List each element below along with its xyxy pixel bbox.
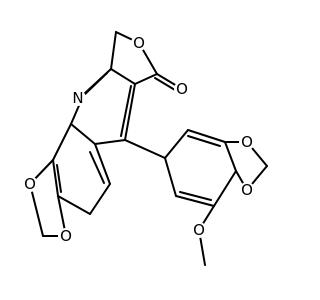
atom-n-quinoline: N — [70, 89, 86, 107]
atom-o-lactone-ring: O — [131, 34, 147, 52]
bond-line — [52, 159, 59, 197]
bond-line — [110, 31, 117, 70]
bond-line — [70, 123, 96, 145]
bond-line — [134, 73, 158, 85]
svg-text:O: O — [241, 181, 253, 199]
bond-line — [187, 129, 226, 143]
bond-line — [124, 139, 166, 159]
bond-line — [81, 72, 108, 98]
bond-line — [89, 151, 105, 184]
atom-o-dioxole-right-bottom: O — [239, 181, 255, 199]
svg-text:O: O — [176, 80, 188, 98]
atom-o-methoxy: O — [191, 221, 207, 239]
bond-line — [94, 143, 111, 185]
bond-line — [224, 141, 237, 172]
bond-line — [164, 157, 177, 197]
bond-line — [56, 164, 62, 193]
atom-o-dioxole-left-bottom: O — [58, 227, 74, 245]
atom-o-carbonyl: O — [174, 80, 190, 98]
atom-labels: O O N O O O O O — [22, 34, 255, 245]
bond-line — [124, 83, 136, 141]
svg-text:O: O — [60, 227, 72, 245]
bond-line — [164, 129, 189, 159]
bond-line — [110, 68, 136, 85]
svg-text:O: O — [241, 133, 253, 151]
bond-line — [213, 170, 237, 207]
bond-line — [57, 195, 91, 215]
bond-line — [187, 135, 221, 147]
bond-line — [179, 191, 212, 201]
bond-line — [120, 85, 132, 137]
svg-text:N: N — [72, 89, 83, 107]
bond-line — [29, 183, 44, 237]
svg-text:O: O — [24, 175, 36, 193]
svg-text:O: O — [193, 221, 205, 239]
bond-line — [175, 195, 215, 207]
atom-o-dioxole-left-top: O — [22, 175, 38, 193]
atom-o-dioxole-right-top: O — [239, 133, 255, 151]
svg-text:O: O — [133, 34, 145, 52]
chemical-structure: O O N O O O O O — [22, 31, 268, 266]
bond-line — [94, 139, 126, 145]
bond-line — [52, 123, 72, 161]
bond-line — [89, 183, 111, 215]
